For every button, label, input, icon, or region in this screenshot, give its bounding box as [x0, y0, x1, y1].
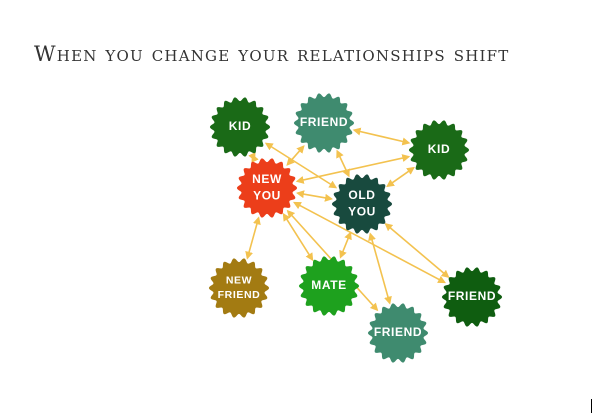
node-friend-top: FRIEND	[293, 93, 355, 153]
scalloped-badge-shape	[408, 120, 470, 180]
arrow-old_you-kid_right	[386, 166, 415, 188]
node-label: NEW	[226, 275, 252, 287]
node-label: FRIEND	[218, 289, 261, 301]
node-new-you: NEW YOU	[236, 158, 298, 218]
node-friend-right: FRIEND	[441, 267, 503, 327]
slide-title: When you change your relationships shift	[34, 42, 510, 66]
arrow-friend_top-kid_right	[352, 127, 411, 146]
node-label: FRIEND	[374, 325, 422, 339]
node-label: FRIEND	[300, 115, 348, 129]
arrow-new_you-kid_top_left	[248, 152, 259, 163]
node-friend-bottom: FRIEND	[367, 303, 429, 363]
scalloped-badge-shape	[209, 97, 271, 157]
arrow-new_you-old_you	[296, 190, 333, 202]
arrow-new_you-kid_right	[295, 154, 411, 184]
node-mate: MATE	[298, 256, 360, 316]
scalloped-badge-shape	[293, 93, 355, 153]
scalloped-badge-shape	[236, 158, 298, 218]
node-label: YOU	[253, 188, 281, 202]
arrow-new_you-new_friend	[245, 216, 261, 260]
arrow-old_you-friend_bottom	[368, 232, 392, 305]
node-old-you: OLD YOU	[331, 174, 393, 234]
node-label: KID	[229, 119, 251, 133]
node-label: OLD	[348, 188, 375, 202]
arrow-old_you-mate	[339, 231, 352, 259]
arrow-old_you-friend_right	[384, 222, 450, 279]
scalloped-badge-shape	[367, 303, 429, 363]
arrow-new_you-mate	[282, 212, 314, 262]
scalloped-badge-shape	[331, 174, 393, 234]
scalloped-badge-shape	[441, 267, 503, 327]
scalloped-badge-shape	[298, 256, 360, 316]
node-label: NEW	[252, 172, 282, 186]
nodes-layer: KID FRIEND KID NEW YOU OLD YOU NEW FRIEND MATE FRI…	[208, 93, 503, 363]
node-new-friend: NEW FRIEND	[208, 258, 270, 318]
scalloped-badge-shape	[208, 258, 270, 318]
node-label: FRIEND	[448, 289, 496, 303]
node-kid-right: KID	[408, 120, 470, 180]
node-label: YOU	[348, 204, 376, 218]
node-kid-top-left: KID	[209, 97, 271, 157]
node-label: KID	[428, 142, 450, 156]
node-label: MATE	[311, 278, 347, 292]
edge-divider-mark	[591, 399, 592, 413]
